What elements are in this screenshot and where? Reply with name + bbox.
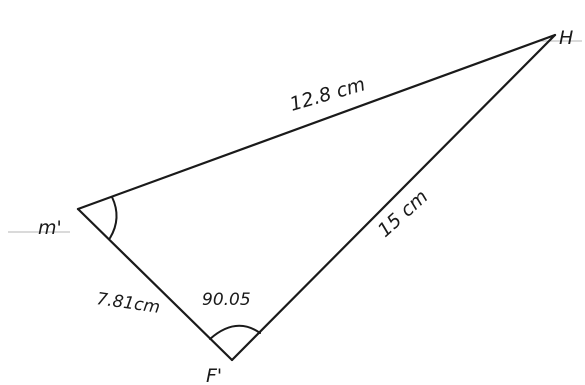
angle-arc-f — [209, 324, 261, 340]
side-label-hf: 15 cm — [374, 186, 433, 242]
vertex-label-h: H — [559, 27, 573, 49]
vertex-label-f: F' — [206, 365, 222, 385]
side-mf — [76, 207, 234, 362]
side-hf — [230, 33, 557, 362]
side-label-mh: 12.8 cm — [287, 73, 367, 115]
vertex-label-m: m' — [38, 217, 62, 239]
side-mh — [76, 33, 557, 211]
angle-arc-m — [109, 196, 118, 239]
angle-label-f: 90.05 — [202, 290, 251, 310]
side-label-mf: 7.81cm — [95, 289, 161, 318]
